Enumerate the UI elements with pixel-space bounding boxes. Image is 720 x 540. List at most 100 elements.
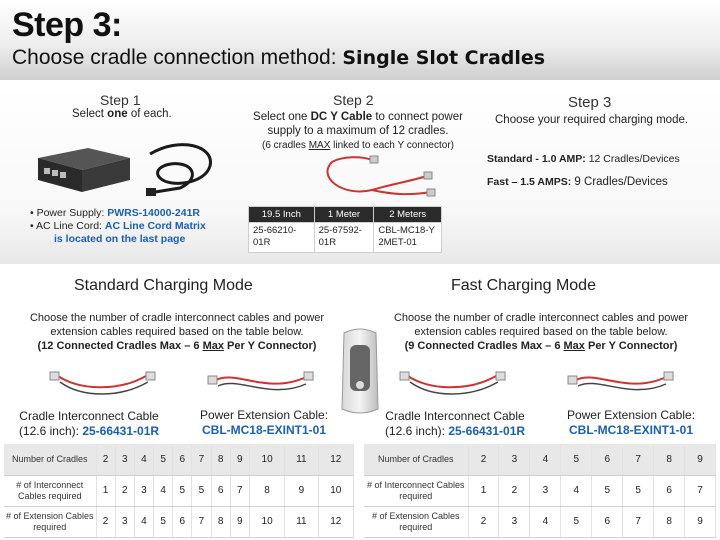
fast-extension-cable-image	[567, 371, 674, 391]
table-cell: 8	[211, 444, 231, 476]
table-cell: 10	[249, 444, 286, 476]
table-cell: 6	[591, 444, 624, 476]
standard-extension-part: CBL-MC18-EXINT1-01	[201, 423, 327, 437]
table-cell: 2	[96, 506, 116, 538]
table-cell: 1	[96, 475, 116, 507]
table-cell: 3	[498, 444, 531, 476]
table-cell: 5	[560, 444, 593, 476]
fast-desc-line2: extension cables required based on the t…	[414, 326, 668, 338]
table-cell: 11	[284, 506, 319, 538]
table-cell: 5	[191, 475, 212, 507]
row-label: Number of Cradles	[364, 444, 469, 476]
cable-part-2: CBL-MC18-Y2MET-01	[373, 222, 442, 253]
step3-fast-label: Fast – 1.5 AMPS:	[487, 176, 572, 188]
table-cell: 2	[498, 475, 531, 507]
step1-text-post: of each.	[127, 108, 172, 120]
standard-interconnect-name: Cradle Interconnect Cable	[19, 409, 159, 423]
step3-heading: Step 3	[568, 94, 612, 111]
fast-interconnect-part: 25-66431-01R	[448, 424, 526, 438]
standard-desc3-pre: (12 Connected Cradles Max – 6	[37, 340, 203, 352]
table-cell: 2	[115, 475, 135, 507]
fast-interconnect-cable-label: Cradle Interconnect Cable (12.6 inch): 2…	[370, 409, 540, 439]
table-cell: 10	[318, 475, 355, 507]
step2-line1-post: to connect power	[372, 111, 463, 123]
row-label: # of Interconnect Cables required	[4, 475, 97, 507]
standard-desc-line2: extension cables required based on the t…	[50, 326, 304, 338]
title-banner	[0, 0, 720, 80]
cable-length-0: 19.5 Inch	[248, 206, 315, 223]
table-cell: 9	[230, 444, 250, 476]
fast-interconnect-cable-image	[399, 371, 506, 395]
row-label: # of Interconnect Cables required	[364, 475, 469, 507]
table-cell: 12	[318, 506, 355, 538]
step2-instruction-3: (6 cradles MAX linked to each Y connecto…	[238, 140, 478, 151]
bullet-ac-line-cord-note: is located on the last page	[54, 233, 186, 245]
table-cell: 6	[172, 506, 193, 538]
fast-desc3-max: Max	[563, 340, 585, 352]
table-cell: 5	[591, 475, 624, 507]
page-subtitle: Choose cradle connection method: Single …	[12, 46, 545, 70]
standard-mode-description: Choose the number of cradle interconnect…	[8, 311, 346, 353]
step3-instruction: Choose your required charging mode.	[495, 114, 689, 126]
step1-instruction: Select one of each.	[72, 108, 172, 120]
table-cell: 4	[134, 506, 155, 538]
fast-mode-title: Fast Charging Mode	[451, 277, 596, 294]
table-cell: 9	[684, 506, 716, 538]
table-cell: 2	[96, 444, 116, 476]
table-cell: 5	[622, 475, 655, 507]
row-label: # of Extension Cables required	[364, 506, 469, 538]
subtitle-emphasis: Single Slot Cradles	[342, 47, 546, 69]
table-cell: 4	[153, 475, 174, 507]
table-cell: 6	[211, 475, 231, 507]
table-cell: 3	[134, 475, 155, 507]
fast-desc3-post: Per Y Connector)	[584, 340, 678, 352]
fast-extension-part: CBL-MC18-EXINT1-01	[568, 423, 694, 437]
step1-text-bold: one	[107, 108, 128, 120]
table-cell: 7	[622, 444, 655, 476]
table-cell: 6	[653, 475, 686, 507]
table-cell: 3	[115, 506, 135, 538]
table-cell: 7	[622, 506, 655, 538]
table-cell: 9	[230, 506, 250, 538]
step3-fast-option: Fast – 1.5 AMPS: 9 Cradles/Devices	[487, 176, 668, 188]
table-cell: 6	[172, 444, 193, 476]
standard-mode-title: Standard Charging Mode	[74, 277, 253, 294]
step2-heading: Step 2	[333, 92, 374, 108]
step3-fast-value: 9 Cradles/Devices	[571, 176, 668, 188]
table-cell: 9	[684, 444, 716, 476]
table-cell: 5	[560, 506, 593, 538]
table-cell: 8	[249, 475, 286, 507]
dc-y-cable-image	[326, 155, 436, 197]
dc-y-cable-table: 19.5 Inch 1 Meter 2 Meters 25-66210-01R …	[248, 206, 442, 253]
step3-standard-value: 12 Cradles/Devices	[585, 153, 680, 165]
standard-desc3-post: Per Y Connector)	[223, 340, 317, 352]
fast-desc-line1: Choose the number of cradle interconnect…	[393, 312, 689, 324]
row-label: # of Extension Cables required	[4, 506, 97, 538]
step1-heading: Step 1	[100, 92, 141, 108]
page-title: Step 3:	[12, 6, 122, 44]
step1-text-pre: Select	[72, 108, 108, 120]
bullet-ac-line-cord-label: • AC Line Cord:	[30, 220, 105, 232]
table-cell: 5	[172, 475, 193, 507]
fast-mode-description: Choose the number of cradle interconnect…	[370, 311, 712, 353]
step2-line1-bold: DC Y Cable	[310, 111, 373, 123]
standard-desc-line1: Choose the number of cradle interconnect…	[29, 312, 325, 324]
table-cell: 6	[591, 506, 624, 538]
table-cell: 7	[230, 475, 250, 507]
table-cell: 5	[153, 506, 174, 538]
bullet-power-supply: • Power Supply: PWRS-14000-241R	[30, 207, 206, 220]
fast-extension-name: Power Extension Cable:	[566, 408, 696, 422]
step2-line3-post: linked to each Y connector)	[330, 140, 454, 151]
table-cell: 8	[211, 506, 231, 538]
bullet-ac-line-cord: • AC Line Cord: AC Line Cord Matrix	[30, 220, 206, 233]
standard-extension-name: Power Extension Cable:	[199, 408, 329, 422]
step2-line1-pre: Select one	[253, 111, 311, 123]
table-cell: 4	[560, 475, 593, 507]
table-cell: 1	[468, 475, 500, 507]
standard-interconnect-cable-image	[49, 371, 156, 395]
table-cell: 7	[191, 444, 212, 476]
